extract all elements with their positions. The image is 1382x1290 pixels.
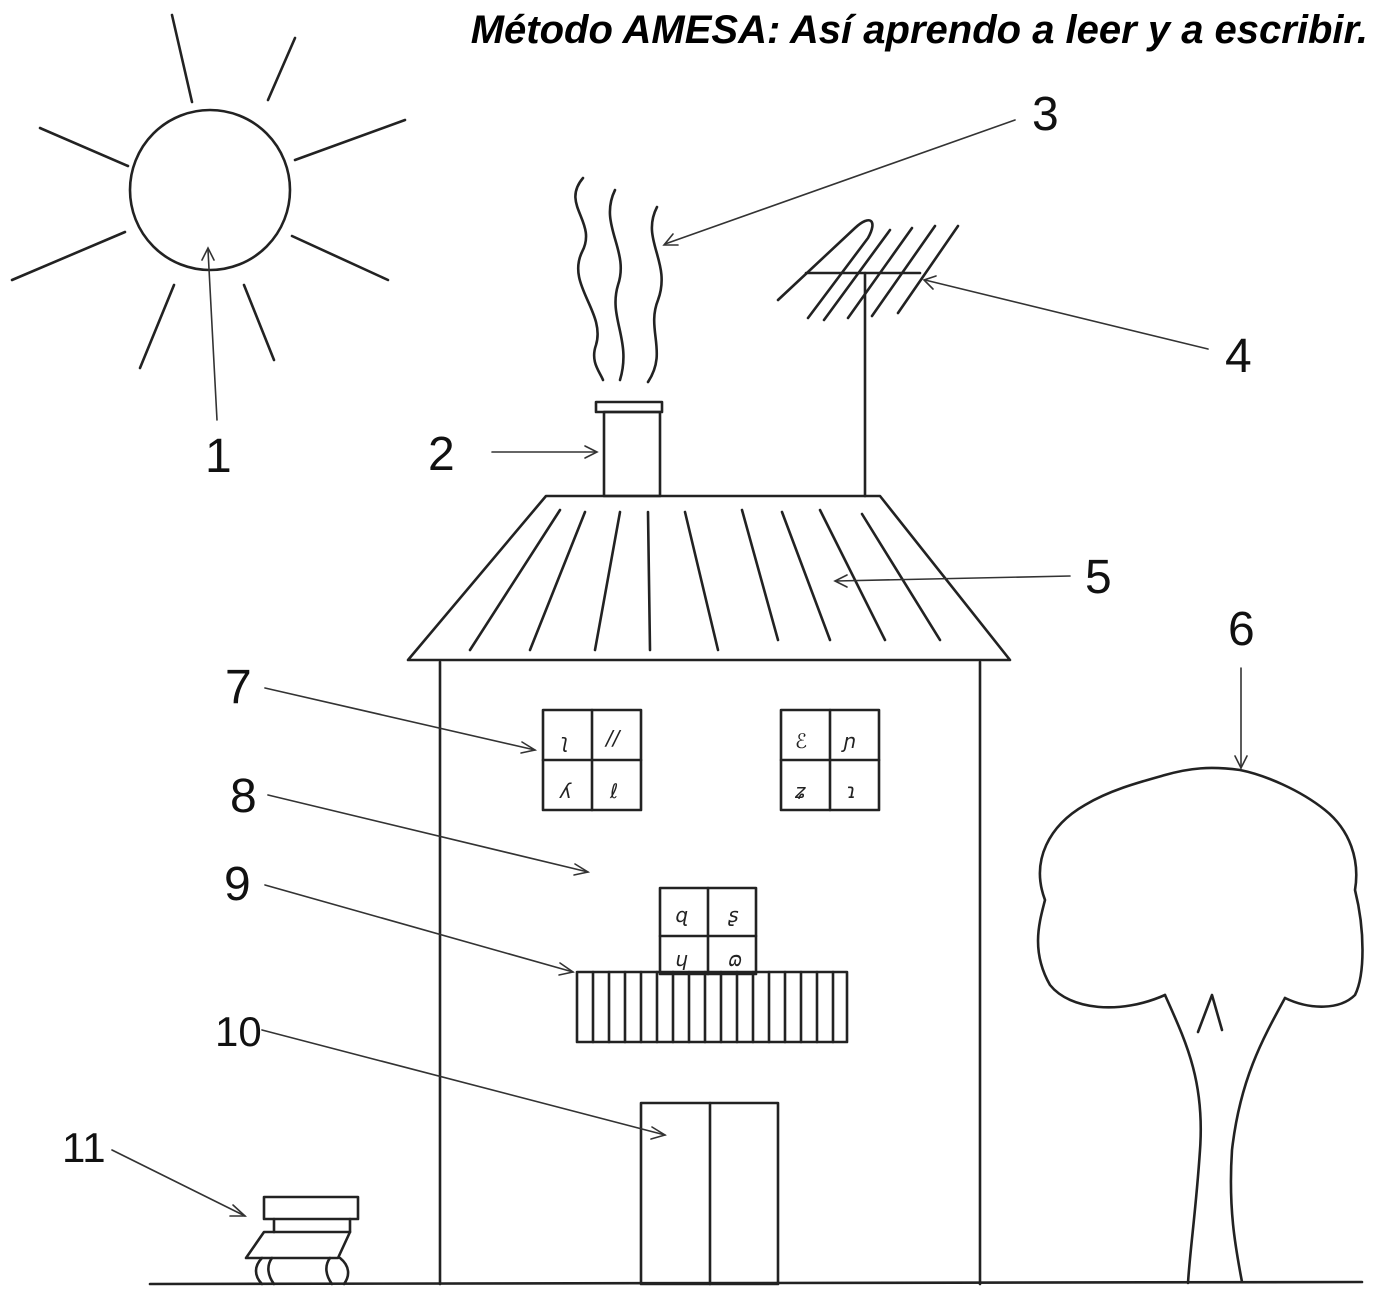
page-title: Método AMESA: Así aprendo a leer y a esc… bbox=[470, 8, 1368, 52]
roof-icon bbox=[406, 494, 1012, 662]
pane-mark: ʂ bbox=[727, 903, 739, 927]
tree-icon bbox=[1036, 766, 1364, 1285]
chimney-icon bbox=[594, 400, 664, 498]
label-number-6: 6 bbox=[1228, 603, 1255, 656]
pane-mark: ɷ bbox=[728, 947, 743, 971]
label-number-9: 9 bbox=[224, 858, 251, 911]
pane-mark: ɿ bbox=[846, 779, 857, 803]
pane-mark: ℰ bbox=[795, 729, 807, 753]
pane-mark: ɥ bbox=[675, 947, 688, 971]
label-number-4: 4 bbox=[1225, 330, 1252, 383]
pane-mark: ʑ bbox=[794, 779, 806, 803]
smoke-icon bbox=[574, 176, 663, 384]
pane-mark: // bbox=[604, 726, 622, 750]
pane-mark: ɋ bbox=[675, 903, 688, 927]
pane-mark: ɲ bbox=[841, 729, 856, 753]
label-number-7: 7 bbox=[225, 661, 252, 714]
window-right bbox=[779, 708, 881, 812]
window-left bbox=[541, 708, 643, 812]
label-number-5: 5 bbox=[1085, 551, 1112, 604]
label-number-11: 11 bbox=[62, 1124, 106, 1171]
label-number-8: 8 bbox=[230, 770, 257, 823]
balcony-window bbox=[658, 886, 758, 976]
leader-arrows bbox=[111, 119, 1248, 1217]
label-number-1: 1 bbox=[205, 430, 232, 483]
door-icon bbox=[639, 1101, 780, 1286]
label-number-2: 2 bbox=[428, 428, 455, 481]
balcony-railing bbox=[575, 970, 849, 1044]
sun-icon bbox=[10, 13, 407, 370]
pane-mark: ℓ bbox=[609, 779, 618, 803]
pane-mark: ʅ bbox=[560, 729, 569, 753]
antenna-icon bbox=[776, 219, 960, 498]
label-number-3: 3 bbox=[1032, 88, 1059, 141]
bench-icon bbox=[244, 1195, 360, 1286]
label-number-10: 10 bbox=[215, 1008, 262, 1055]
pane-mark: ʎ bbox=[559, 779, 572, 803]
house-wall bbox=[438, 660, 982, 1286]
